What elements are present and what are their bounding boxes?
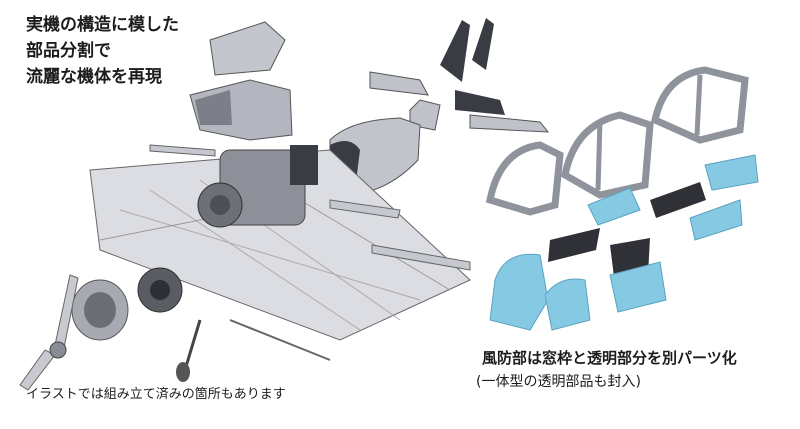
feature-caption-line-2: 部品分割で bbox=[26, 41, 111, 61]
landing-gear bbox=[176, 319, 331, 382]
canopy-frames bbox=[485, 66, 749, 216]
flap-strips bbox=[149, 144, 471, 271]
clear-canopy-parts bbox=[489, 154, 759, 331]
canopy-subcaption: (一体型の透明部品も封入) bbox=[476, 374, 641, 390]
propeller bbox=[19, 274, 79, 391]
feature-caption: 実機の構造に模した 部品分割で 流麗な機体を再現 bbox=[26, 14, 179, 92]
cowling-top-parts bbox=[189, 21, 293, 141]
canopy-caption: 風防部は窓枠と透明部分を別パーツ化 bbox=[482, 349, 737, 367]
main-wing bbox=[89, 149, 471, 341]
illustration-note: イラストでは組み立て済みの箇所もあります bbox=[26, 387, 286, 402]
feature-caption-line-1: 実機の構造に模した bbox=[26, 15, 179, 35]
tail-parts bbox=[369, 18, 550, 133]
engine-assembly bbox=[197, 145, 318, 228]
feature-caption-line-3: 流麗な機体を再現 bbox=[26, 67, 162, 87]
radial-engine bbox=[71, 267, 183, 341]
